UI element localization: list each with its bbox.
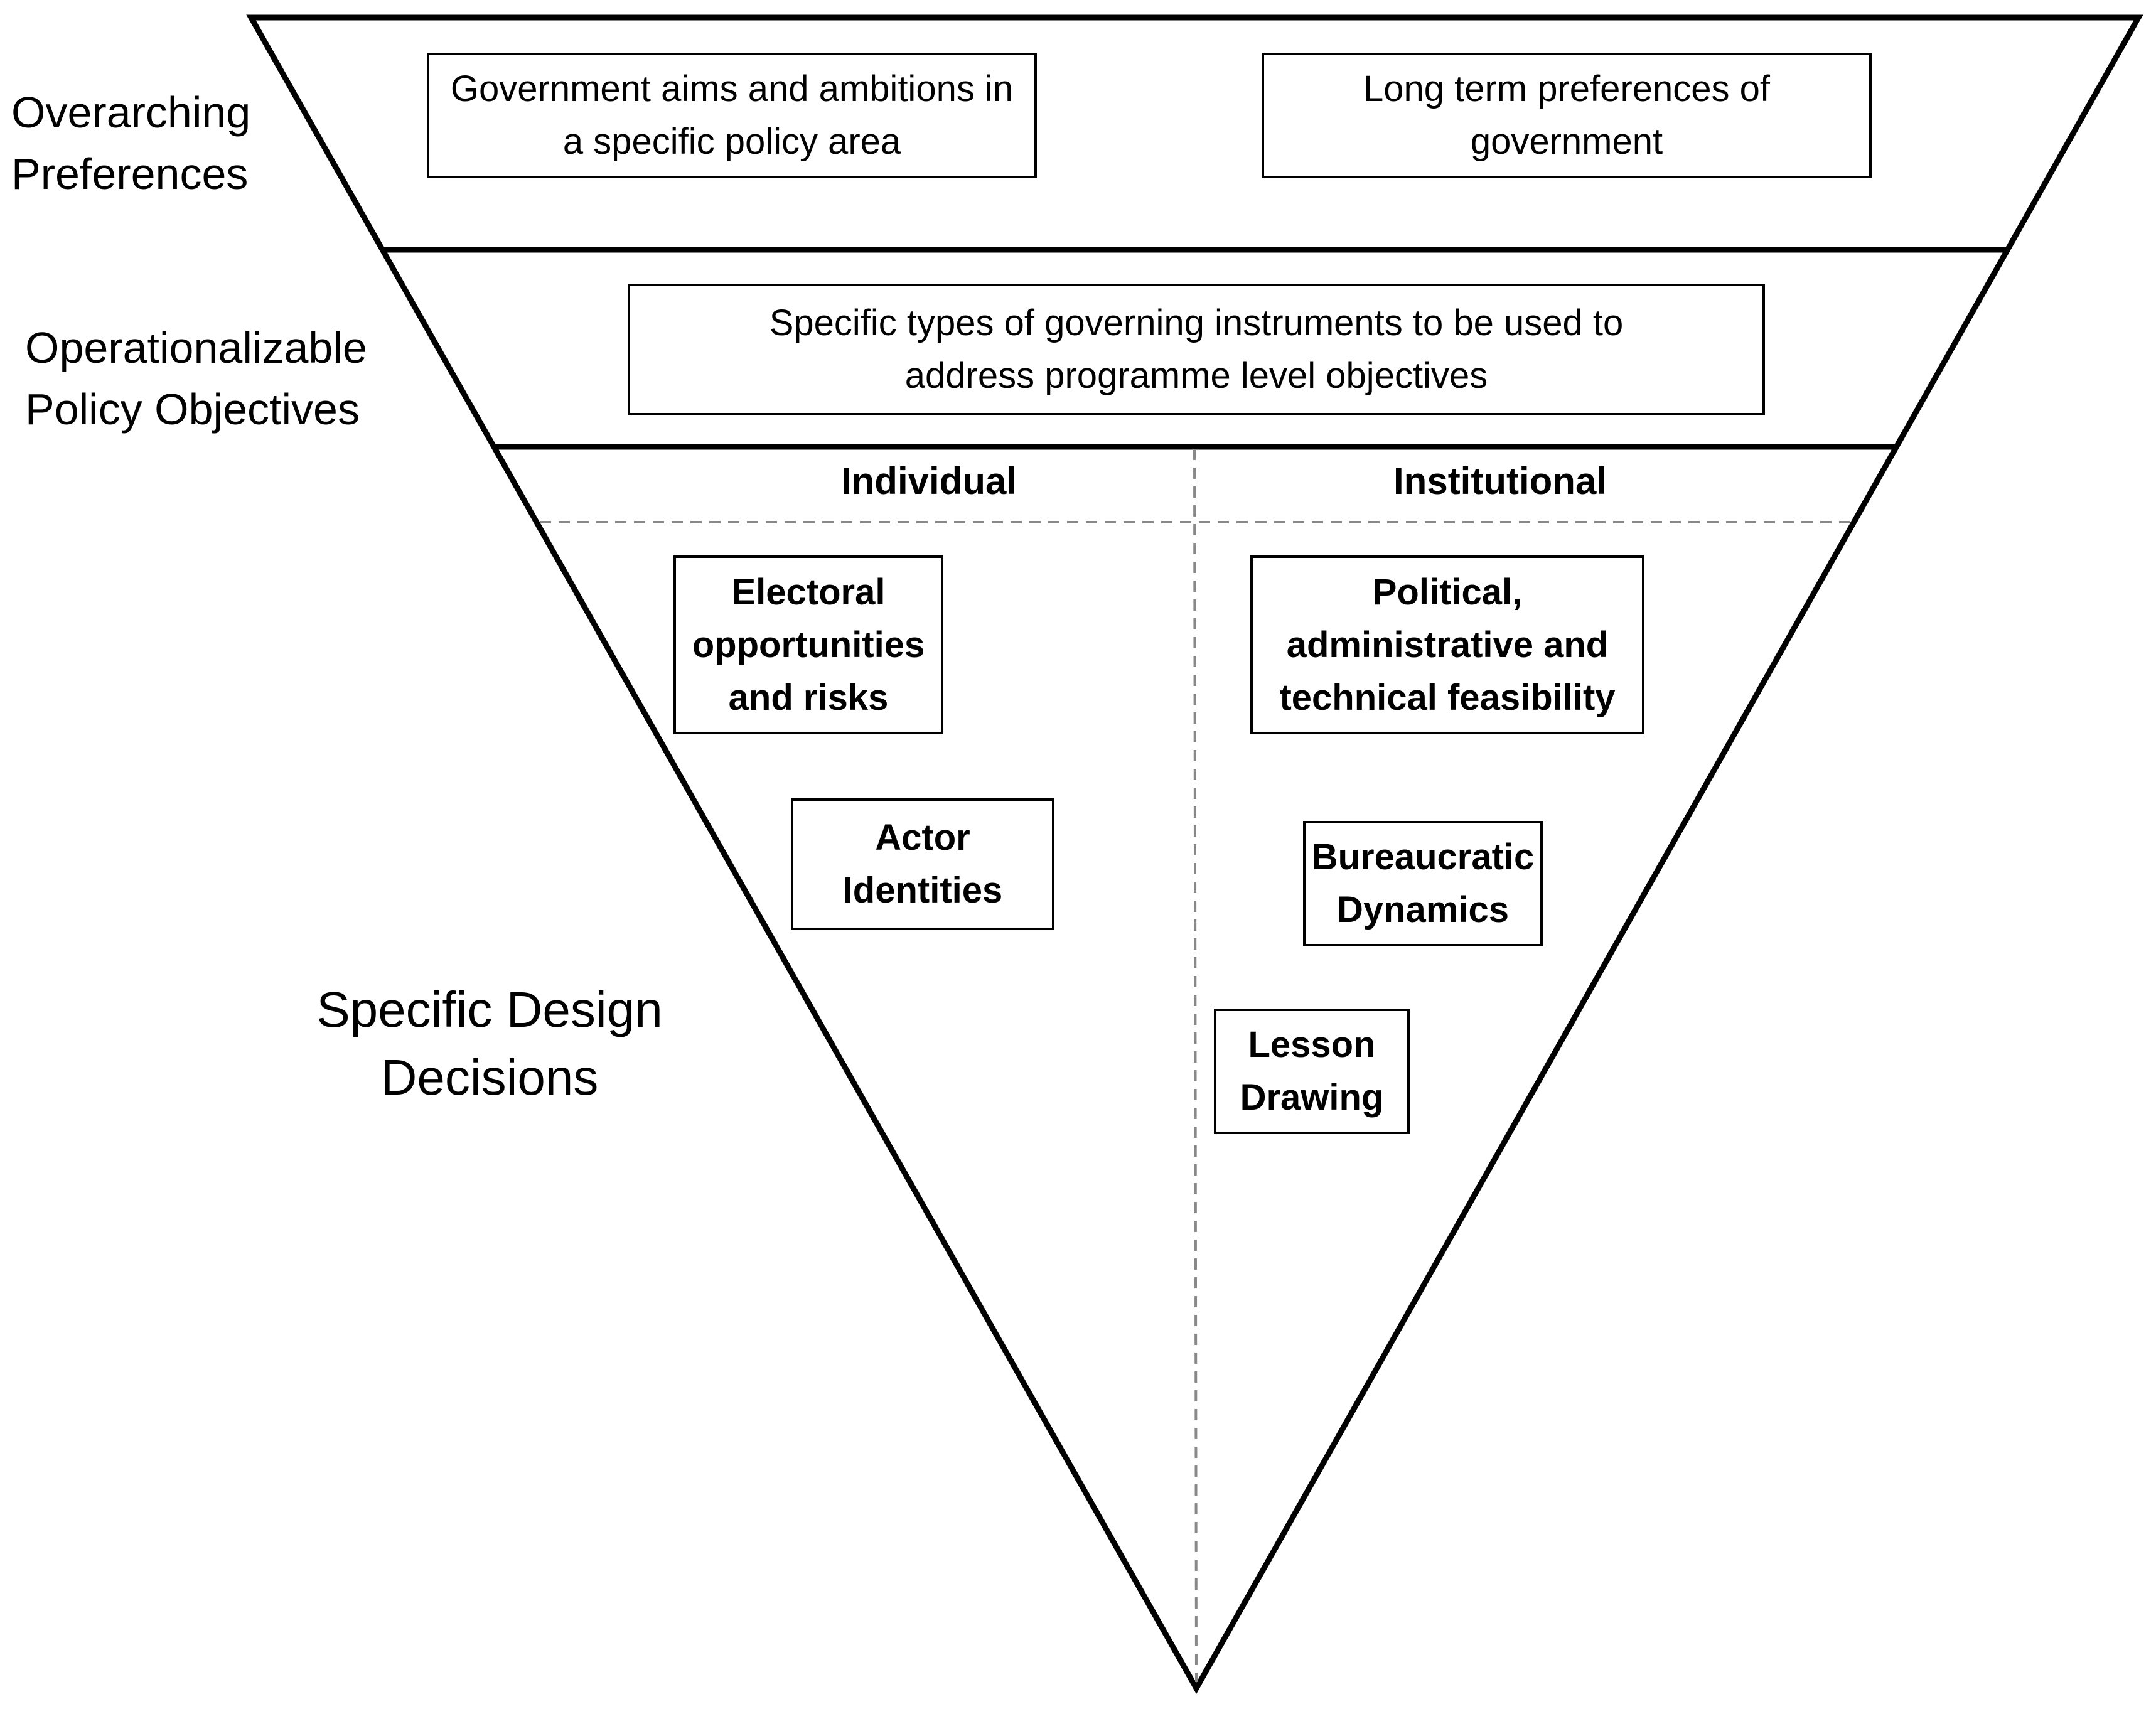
box-lesson-drawing: Lesson Drawing xyxy=(1214,1009,1410,1134)
level-label-operational: Operationalizable Policy Objectives xyxy=(25,323,367,434)
box-government-aims: Government aims and ambitions in a speci… xyxy=(427,53,1037,178)
box-bureaucratic-dynamics: Bureaucratic Dynamics xyxy=(1303,821,1543,946)
level-label-overarching: Overarching Preferences xyxy=(11,88,251,198)
column-header-individual: Individual xyxy=(840,460,1017,502)
box-feasibility: Political, administrative and technical … xyxy=(1250,555,1644,734)
column-header-institutional: Institutional xyxy=(1393,460,1607,502)
triangle-outline xyxy=(246,14,2143,1695)
box-long-term-preferences: Long term preferences of government xyxy=(1262,53,1872,178)
box-actor-identities: Actor Identities xyxy=(791,798,1054,930)
column-divider xyxy=(1193,448,1198,1683)
box-electoral-opportunities: Electoral opportunities and risks xyxy=(673,555,943,734)
level-label-design: Specific Design Decisions xyxy=(316,982,663,1105)
box-governing-instruments: Specific types of governing instruments … xyxy=(628,284,1765,415)
